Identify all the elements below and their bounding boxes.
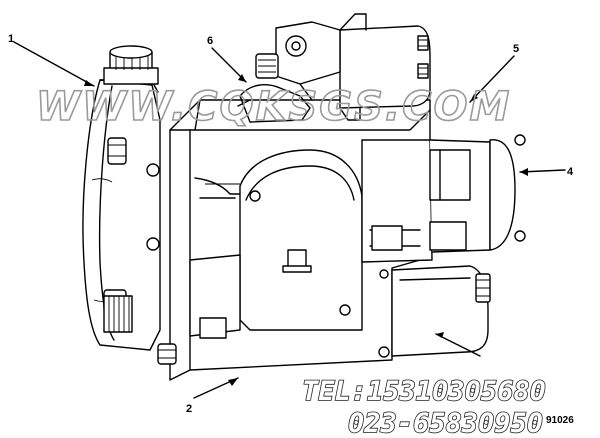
figure-tag: 91026 <box>546 415 574 426</box>
drive-coupling <box>103 295 133 333</box>
pulsation-damper <box>378 265 491 358</box>
front-cover-housing <box>82 77 161 351</box>
contact-tel: TEL:15310305680 <box>302 376 546 407</box>
governor-cover <box>239 149 363 331</box>
callout-2: 2 <box>186 403 192 415</box>
watermark: WWW.CQKSGS.COM <box>36 84 511 130</box>
callout-6: 6 <box>207 35 213 47</box>
callout-1: 1 <box>8 33 14 45</box>
lower-housing-block <box>157 254 241 365</box>
callout-labels: 1 2 4 5 6 91026 <box>8 33 574 426</box>
contact-phone: 023-65830950 <box>348 408 543 438</box>
throttle-linkage <box>237 21 341 123</box>
fuel-shutoff-valve <box>339 13 431 121</box>
callout-leaders <box>13 41 566 399</box>
right-side-housing <box>361 134 526 263</box>
callout-4: 4 <box>567 166 574 178</box>
callout-5: 5 <box>513 43 519 55</box>
top-fitting <box>103 45 159 85</box>
fuel-pump-drawing <box>82 13 526 381</box>
